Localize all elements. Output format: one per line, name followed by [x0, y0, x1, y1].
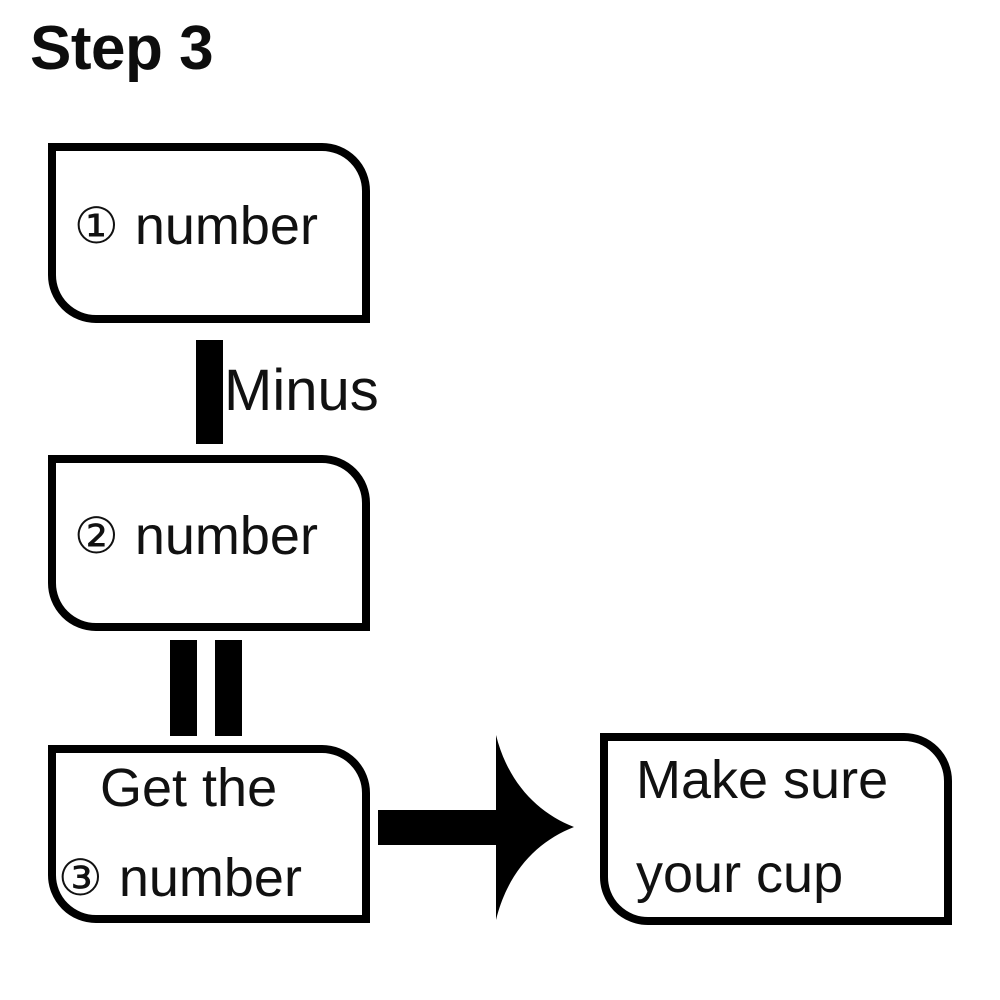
flow-box-2-line: ② number [74, 509, 318, 563]
circled-3-icon: ③ [58, 849, 103, 907]
flow-box-4-line-2: your cup [636, 847, 843, 901]
flow-box-4-label-1: Make sure [636, 750, 889, 810]
connector-equals-bar-right-icon [215, 640, 242, 736]
flow-box-2[interactable]: ② number [48, 455, 370, 631]
connector-equals-bar-left-icon [170, 640, 197, 736]
flow-box-3-label-2: number [118, 848, 302, 908]
flow-box-3[interactable]: Get the ③ number [48, 745, 370, 923]
flow-box-1-label: number [134, 196, 318, 256]
flow-box-4-line-1: Make sure [636, 753, 888, 807]
flow-box-1[interactable]: ① number [48, 143, 370, 323]
flow-box-3-line-1: Get the [100, 761, 277, 815]
flow-box-4[interactable]: Make sure your cup [600, 733, 952, 925]
flow-box-2-label: number [134, 506, 318, 566]
flow-box-3-label-1: Get the [100, 758, 278, 818]
flow-box-3-line-2: ③ number [58, 851, 302, 905]
connector-minus-bar-icon [196, 340, 223, 444]
flow-box-4-label-2: your cup [636, 844, 844, 904]
circled-1-icon: ① [74, 197, 119, 255]
circled-2-icon: ② [74, 507, 119, 565]
page-title: Step 3 [30, 14, 214, 83]
flow-box-1-line: ① number [74, 199, 318, 253]
connector-minus-label: Minus [224, 358, 379, 423]
connector-arrow-icon [378, 735, 578, 920]
